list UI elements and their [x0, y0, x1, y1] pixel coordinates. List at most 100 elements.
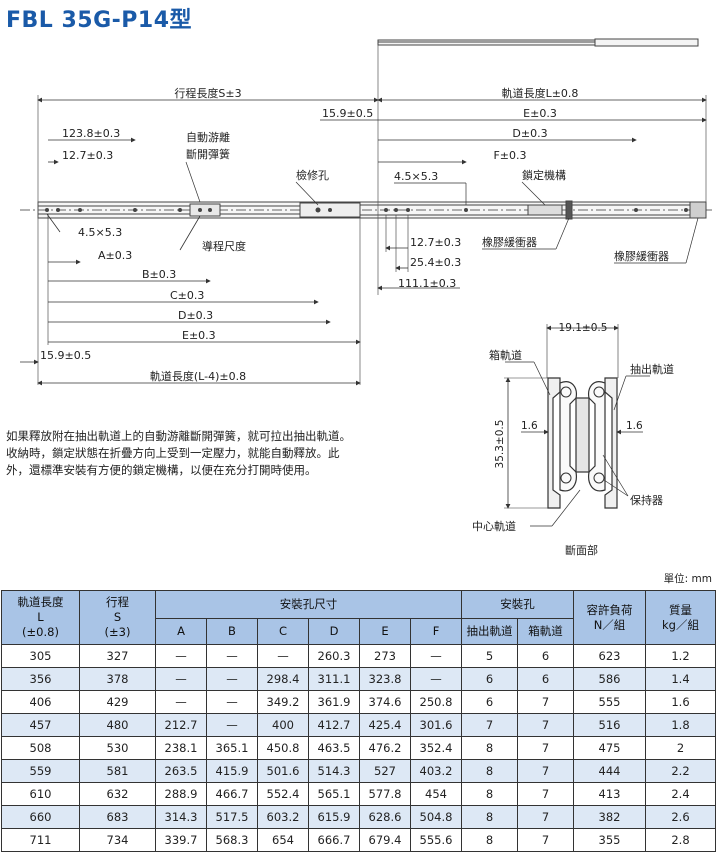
table-cell: 1.2 — [645, 644, 716, 668]
dimension-lines-bottom — [20, 213, 460, 386]
table-cell: 403.2 — [410, 759, 462, 783]
center-rail-label: 中心軌道 — [472, 519, 516, 533]
table-cell: 514.3 — [308, 759, 360, 783]
table-cell: — — [206, 667, 258, 691]
extended-rail-top — [377, 38, 699, 47]
table-cell: 260.3 — [308, 644, 360, 668]
table-cell: 516 — [573, 713, 646, 737]
auto-release-label: 自動游離 — [186, 130, 230, 144]
header-b: B — [206, 618, 258, 645]
extension-lines — [37, 45, 707, 385]
table-cell: — — [155, 690, 207, 714]
table-cell: 298.4 — [257, 667, 309, 691]
d-top-label: D±0.3 — [512, 127, 547, 140]
section-caption: 斷面部 — [565, 543, 598, 557]
header-d: D — [308, 618, 360, 645]
table-cell: 581 — [79, 759, 156, 783]
table-cell: 413 — [573, 782, 646, 806]
table-cell: 339.7 — [155, 828, 207, 852]
header-box-rail: 箱軌道 — [517, 618, 574, 645]
table-cell: 8 — [461, 759, 518, 783]
b-left-label: B±0.3 — [142, 268, 176, 281]
d-left-label: D±0.3 — [178, 309, 213, 322]
table-cell: 301.6 — [410, 713, 462, 737]
table-cell: 7 — [461, 713, 518, 737]
auto-release-label-2: 斷開彈簧 — [186, 147, 230, 161]
table-cell: 603.2 — [257, 805, 309, 829]
table-cell: 679.4 — [359, 828, 411, 852]
rail-length-bottom-label: 軌道長度(L-4)±0.8 — [150, 369, 246, 383]
table-cell: 480 — [79, 713, 156, 737]
stroke-length-label: 行程長度S±3 — [174, 86, 241, 100]
dim-123-label: 123.8±0.3 — [62, 127, 120, 140]
table-cell: — — [206, 690, 258, 714]
table-cell: 559 — [1, 759, 80, 783]
table-cell: 327 — [79, 644, 156, 668]
e-top-label: E±0.3 — [523, 107, 557, 120]
c-left-label: C±0.3 — [170, 289, 204, 302]
table-cell: 527 — [359, 759, 411, 783]
table-cell: 501.6 — [257, 759, 309, 783]
table-cell: 8 — [461, 736, 518, 760]
table-cell: 238.1 — [155, 736, 207, 760]
table-cell: 8 — [461, 828, 518, 852]
table-cell: 450.8 — [257, 736, 309, 760]
dim-111-1-label: 111.1±0.3 — [398, 277, 456, 290]
table-cell: 555.6 — [410, 828, 462, 852]
table-cell: 466.7 — [206, 782, 258, 806]
table-cell: 577.8 — [359, 782, 411, 806]
header-c: C — [257, 618, 309, 645]
rubber-bumper-label-2: 橡膠緩衝器 — [614, 249, 669, 263]
table-cell: 352.4 — [410, 736, 462, 760]
a-left-label: A±0.3 — [98, 249, 132, 262]
offset-top-label: 15.9±0.5 — [322, 107, 373, 120]
offset-bottom-label: 15.9±0.5 — [40, 349, 91, 362]
table-cell: — — [257, 644, 309, 668]
table-cell: 5 — [461, 644, 518, 668]
table-cell: 444 — [573, 759, 646, 783]
table-cell: 7 — [517, 736, 574, 760]
table-cell: 212.7 — [155, 713, 207, 737]
mounting-holes — [45, 207, 688, 213]
table-cell: 2.4 — [645, 782, 716, 806]
rail-length-label: 軌道長度L±0.8 — [502, 86, 579, 100]
table-cell: 2.8 — [645, 828, 716, 852]
description-text: 如果釋放附在抽出軌道上的自動游離斷開彈簧，就可拉出抽出軌道。收納時，鎖定狀態在折… — [6, 429, 351, 477]
table-cell: 356 — [1, 667, 80, 691]
slide-rail-body — [20, 200, 712, 220]
inspection-hole-label: 檢修孔 — [296, 168, 329, 182]
table-cell: 6 — [461, 690, 518, 714]
table-cell: 365.1 — [206, 736, 258, 760]
header-hole-dimensions: 安裝孔尺寸 — [155, 590, 462, 619]
table-cell: 1.4 — [645, 667, 716, 691]
table-cell: 517.5 — [206, 805, 258, 829]
table-cell: 7 — [517, 805, 574, 829]
table-cell: — — [206, 713, 258, 737]
page-title: FBL 35G-P14型 — [6, 8, 193, 33]
technical-drawing: 行程長度S±3 軌道長度L±0.8 15.9±0.5 E±0.3 D±0.3 F… — [20, 38, 712, 557]
table-cell: 311.1 — [308, 667, 360, 691]
table-cell: 412.7 — [308, 713, 360, 737]
table-cell: 463.5 — [308, 736, 360, 760]
table-cell: 555 — [573, 690, 646, 714]
header-mount-holes: 安裝孔 — [461, 590, 574, 619]
table-cell: 654 — [257, 828, 309, 852]
table-cell: 7 — [517, 713, 574, 737]
table-cell: — — [155, 644, 207, 668]
table-cell: 8 — [461, 782, 518, 806]
table-cell: 454 — [410, 782, 462, 806]
section-height-label: 35.3±0.5 — [494, 420, 506, 469]
f-top-label: F±0.3 — [493, 149, 526, 162]
table-cell: 7 — [517, 690, 574, 714]
header-a: A — [155, 618, 207, 645]
thickness-left-label: 1.6 — [521, 420, 538, 432]
